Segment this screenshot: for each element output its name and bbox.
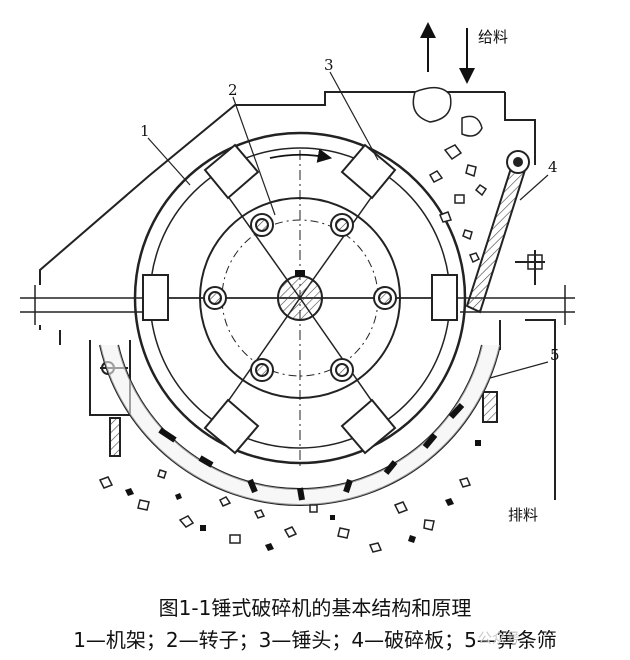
hammer-crusher-diagram: 1 2 3 4 5 给料 排料 bbox=[20, 22, 575, 553]
grate-screen bbox=[99, 344, 501, 506]
dark-particles bbox=[125, 440, 481, 551]
breaker-plate bbox=[465, 150, 545, 314]
figure-caption-legend: 1—机架；2—转子；3—锤头；4—破碎板；5—箅条筛 bbox=[73, 628, 557, 652]
label-discharge: 排料 bbox=[508, 506, 538, 524]
leader-lines bbox=[147, 71, 549, 379]
figure-caption-title: 图1-1锤式破碎机的基本结构和原理 bbox=[158, 596, 472, 620]
label-part5: 5 bbox=[550, 346, 560, 364]
hammer-pins bbox=[203, 213, 397, 382]
main-shaft bbox=[277, 270, 323, 321]
label-part1: 1 bbox=[140, 122, 150, 140]
label-part3: 3 bbox=[324, 56, 334, 74]
material-particles bbox=[98, 86, 488, 553]
label-part2: 2 bbox=[228, 81, 238, 99]
hammer-heads bbox=[142, 143, 458, 455]
label-feed: 给料 bbox=[478, 28, 508, 46]
label-part4: 4 bbox=[548, 158, 558, 176]
machine-frame bbox=[39, 91, 556, 500]
watermark: 公众号 bbox=[478, 631, 520, 647]
feed-arrows bbox=[420, 22, 475, 84]
